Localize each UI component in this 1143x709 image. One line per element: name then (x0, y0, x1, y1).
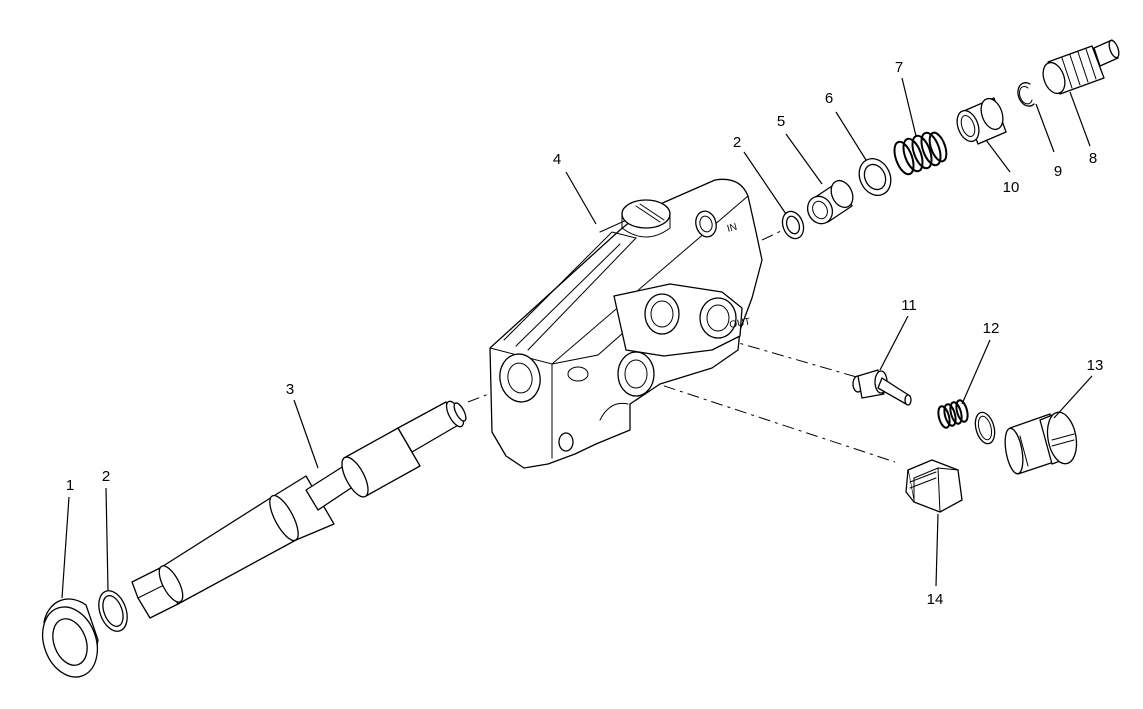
part-8-plug-fitting (1042, 39, 1120, 95)
part-5-valve-seat (806, 179, 854, 225)
callout-13: 13 (1087, 357, 1104, 374)
callout-9: 9 (1054, 163, 1062, 180)
callouts: 1 2 3 4 2 5 6 7 10 9 8 11 12 13 14 (66, 59, 1104, 608)
part-14-hex-plug (905, 459, 963, 513)
callout-11: 11 (901, 297, 917, 314)
part-10-sleeve (956, 97, 1007, 145)
part-4-valve-body: IN OUT (489, 178, 763, 469)
part-2-o-ring-upper (781, 210, 805, 240)
callout-5: 5 (777, 113, 785, 130)
callout-14: 14 (927, 591, 944, 608)
callout-10: 10 (1003, 179, 1020, 196)
callout-4: 4 (553, 151, 561, 168)
part-13-slotted-plug (1004, 411, 1078, 475)
callout-6: 6 (825, 90, 833, 107)
callout-3: 3 (286, 381, 294, 398)
callout-1: 1 (66, 477, 74, 494)
out-port-stamp: OUT (729, 316, 752, 330)
part-1-seal (41, 598, 99, 678)
part-13-gasket (974, 411, 996, 445)
callout-2-upper: 2 (733, 134, 741, 151)
part-12-spring (937, 399, 969, 429)
callout-12: 12 (983, 320, 1000, 337)
leader-lines (61, 77, 1093, 599)
part-11-poppet (852, 369, 912, 406)
in-port-stamp: IN (726, 222, 739, 235)
part-7-spring (893, 131, 948, 176)
callout-2-left: 2 (102, 468, 110, 485)
part-3-valve-spool (131, 400, 467, 619)
part-2-o-ring-left (98, 590, 128, 632)
callout-8: 8 (1089, 150, 1097, 167)
part-9-retaining-ring (1017, 82, 1035, 107)
callout-7: 7 (895, 59, 903, 76)
part-6-washer (858, 158, 892, 196)
